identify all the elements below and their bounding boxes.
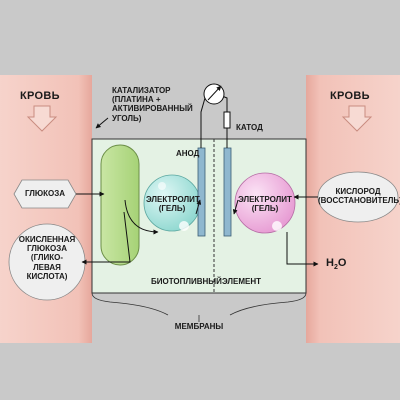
cathode-electrode <box>223 147 232 237</box>
water-out-arrow <box>286 232 319 267</box>
oxygen-label: КИСЛОРОД (ВОССТАНОВИТЕЛЬ) <box>318 187 400 206</box>
glucose-label: ГЛЮКОЗА <box>24 189 66 198</box>
blood-label-left: КРОВЬ <box>20 90 60 102</box>
catalyst-label: КАТАЛИЗАТОР (ПЛАТИНА + АКТИВИРОВАННЫЙ УГ… <box>112 86 193 123</box>
circuit-wire-anode <box>200 97 206 148</box>
biofuel-label-right: ЭЛЕМЕНТ <box>222 277 261 286</box>
cathode-flow-arrow <box>232 199 239 215</box>
water-label: H2O <box>326 257 347 272</box>
membranes-label: МЕМБРАНЫ <box>174 322 224 331</box>
bubble <box>272 221 282 231</box>
resistor-icon <box>223 111 231 129</box>
down-arrow-icon <box>341 105 373 132</box>
catalyst-to-oxidized-arrow <box>81 211 131 265</box>
down-arrow-icon <box>26 105 58 132</box>
anode-electrode <box>197 147 206 237</box>
bubble <box>158 182 166 190</box>
catalyst-block <box>100 144 140 266</box>
oxidized-glucose-label: ОКИСЛЕННАЯ ГЛЮКОЗА (ГЛИКО- ЛЕВАЯ КИСЛОТА… <box>18 235 76 281</box>
electrolyte-sphere-right <box>234 172 296 234</box>
anode-flow-arrow <box>195 199 202 215</box>
membrane-bracket-lines <box>91 292 307 322</box>
biofuel-label-left: БИОТОПЛИВНЫЙ <box>151 277 222 286</box>
electrolyte-label-left: ЭЛЕКТРОЛИТ (ГЕЛЬ) <box>146 195 200 214</box>
catalyst-to-electrolyte-arrow <box>124 199 159 235</box>
bubble <box>179 221 189 231</box>
anode-label: АНОД <box>176 149 200 158</box>
meter-icon <box>203 83 225 105</box>
top-left-flow-arrow <box>95 117 109 129</box>
blood-label-right: КРОВЬ <box>330 90 370 102</box>
electrolyte-label-right: ЭЛЕКТРОЛИТ (ГЕЛЬ) <box>238 195 292 214</box>
cathode-label: КАТОД <box>236 123 263 132</box>
